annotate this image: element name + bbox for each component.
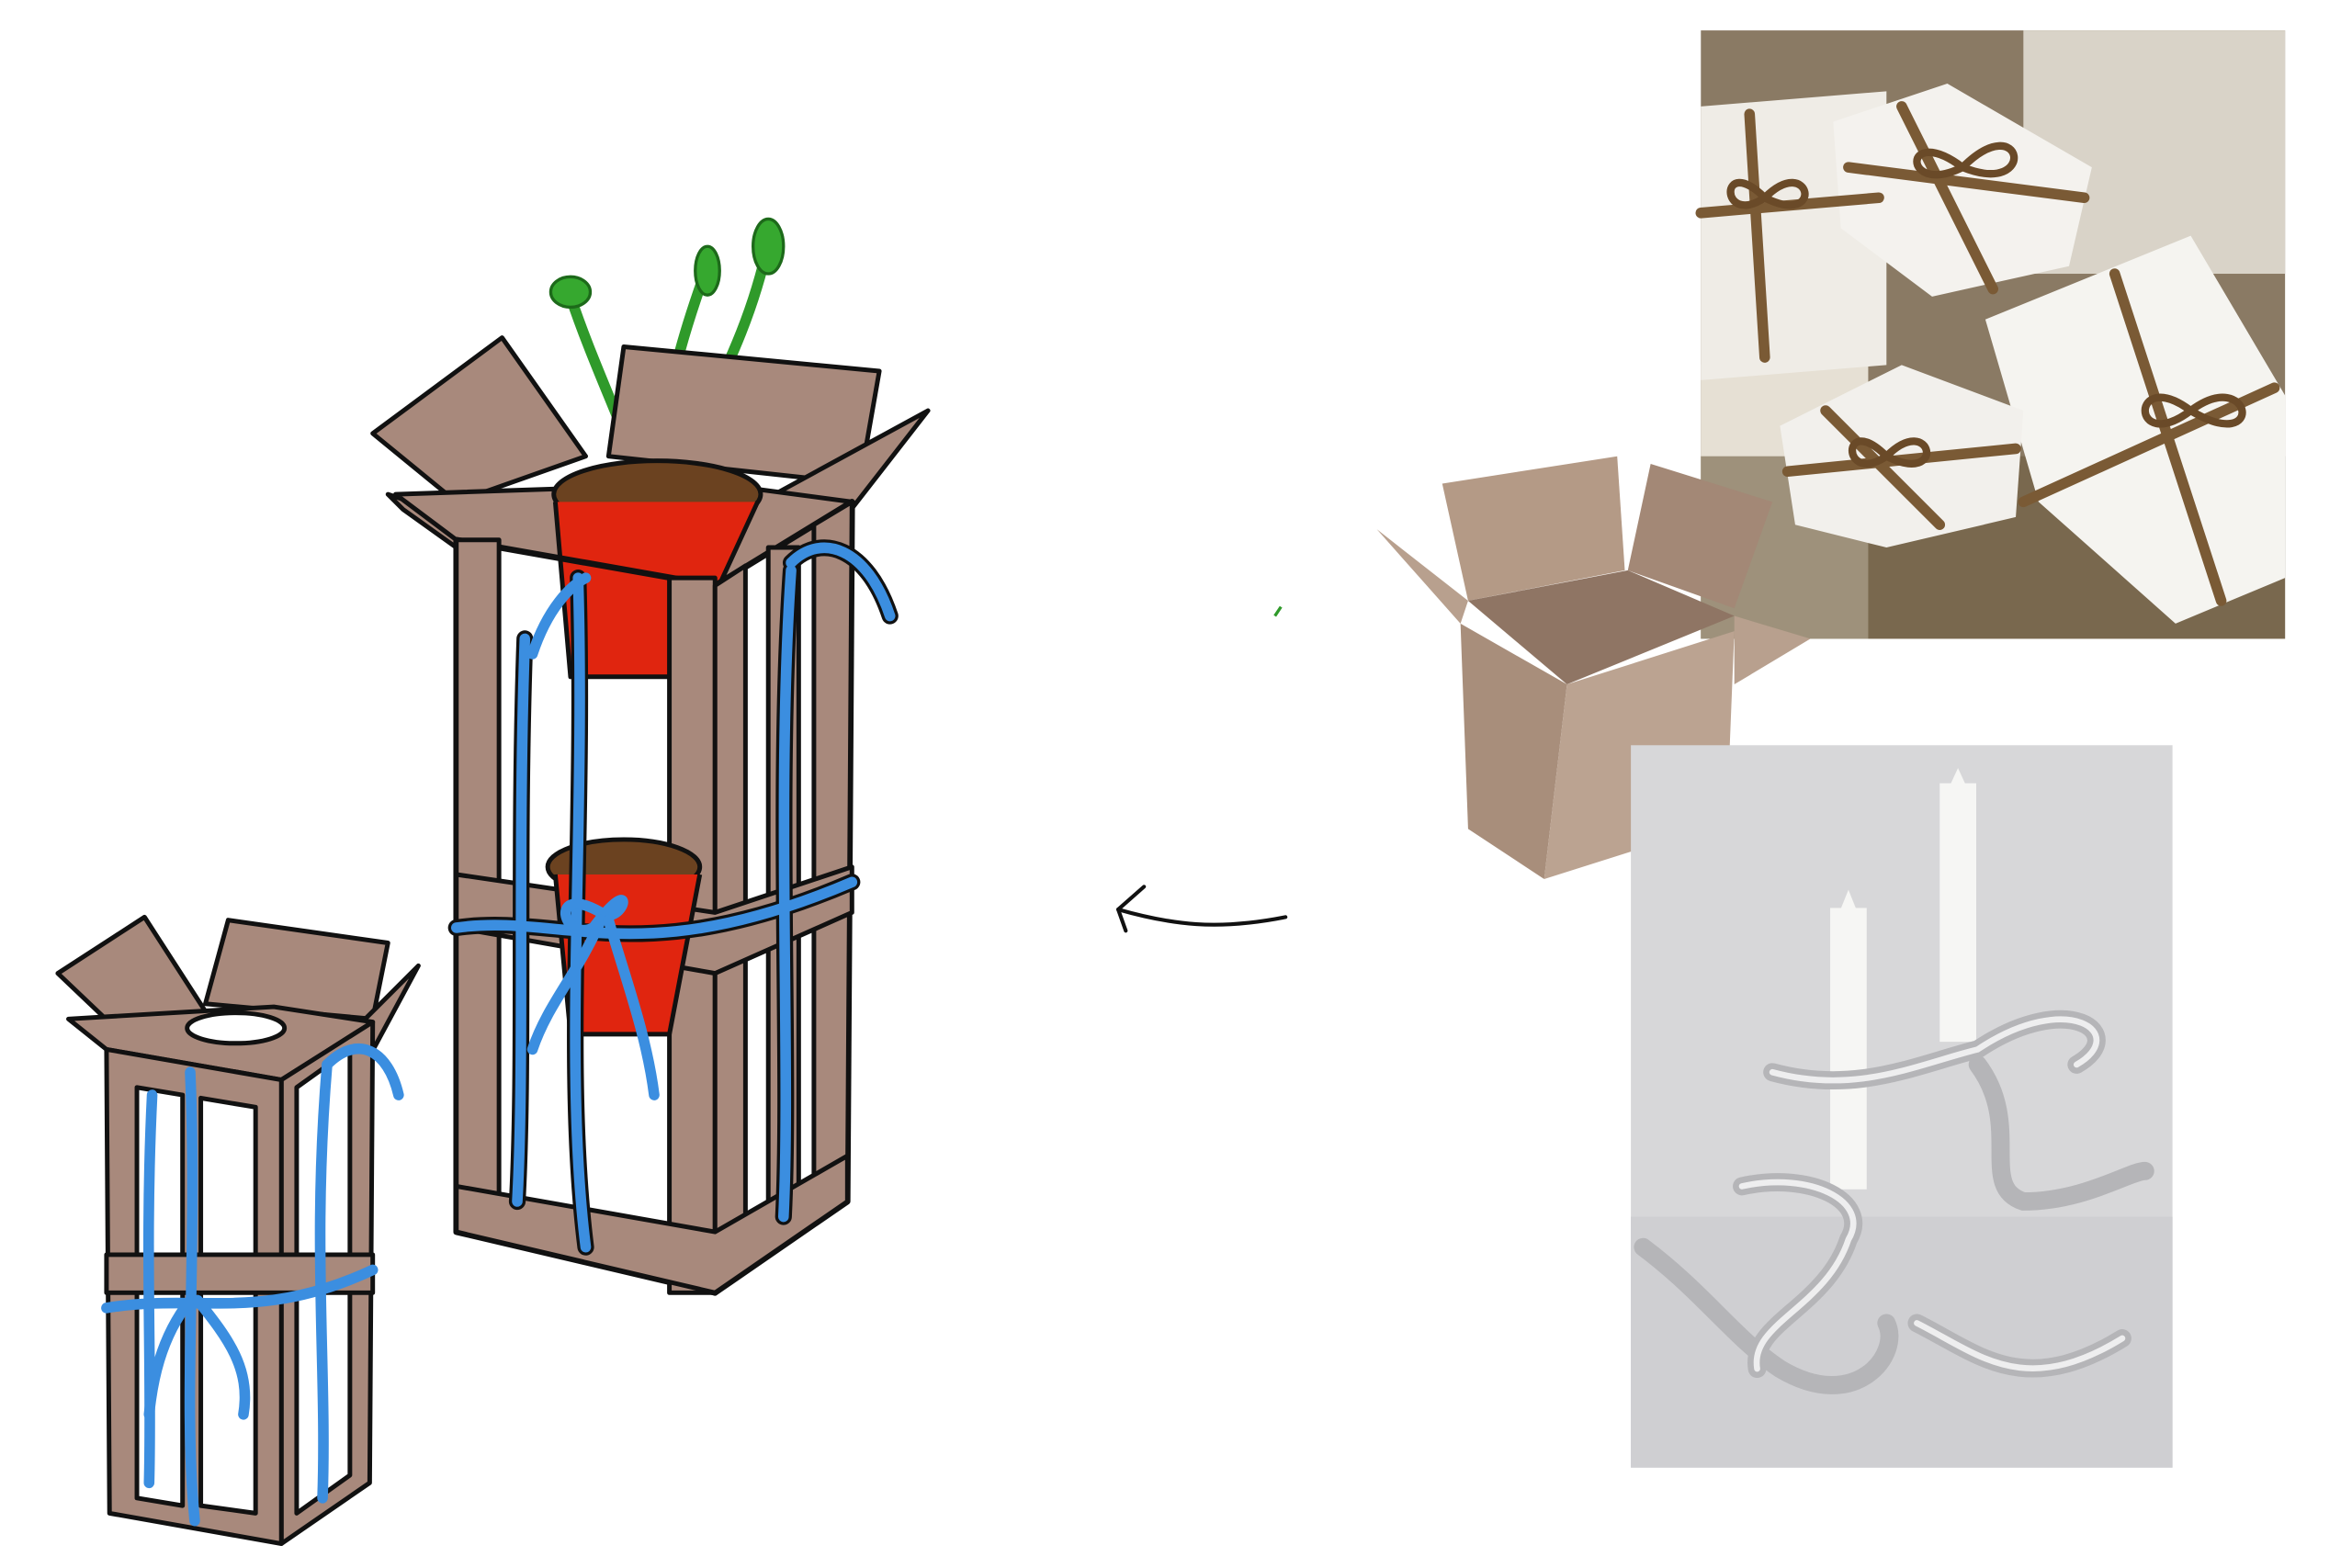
stray-mark — [1273, 605, 1283, 617]
large-box-sketch — [370, 217, 931, 1296]
arrow-icon — [1116, 885, 1288, 933]
gift-boxes-photo — [1695, 30, 2286, 639]
silver-ribbon-candles-photo — [1631, 745, 2173, 1468]
small-box-sketch — [55, 914, 421, 1546]
